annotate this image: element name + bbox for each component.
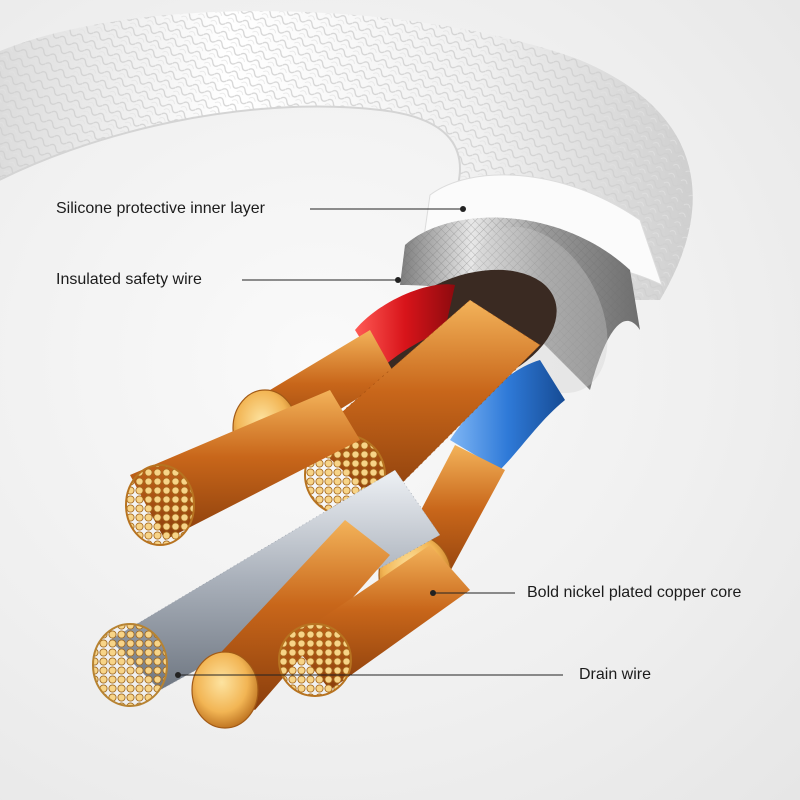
label-safety-wire: Insulated safety wire	[56, 271, 202, 288]
copper-strand-bottom	[278, 545, 470, 697]
label-silicone-layer: Silicone protective inner layer	[56, 200, 265, 217]
callout-lines	[178, 208, 563, 676]
silver-drain-wire	[92, 469, 441, 707]
label-drain-wire: Drain wire	[579, 666, 652, 683]
label-copper-core: Bold nickel plated copper core	[527, 584, 742, 601]
callout-dot-icon	[175, 206, 466, 678]
copper-strand-left	[125, 390, 360, 546]
copper-conductor-bottom	[191, 520, 390, 729]
